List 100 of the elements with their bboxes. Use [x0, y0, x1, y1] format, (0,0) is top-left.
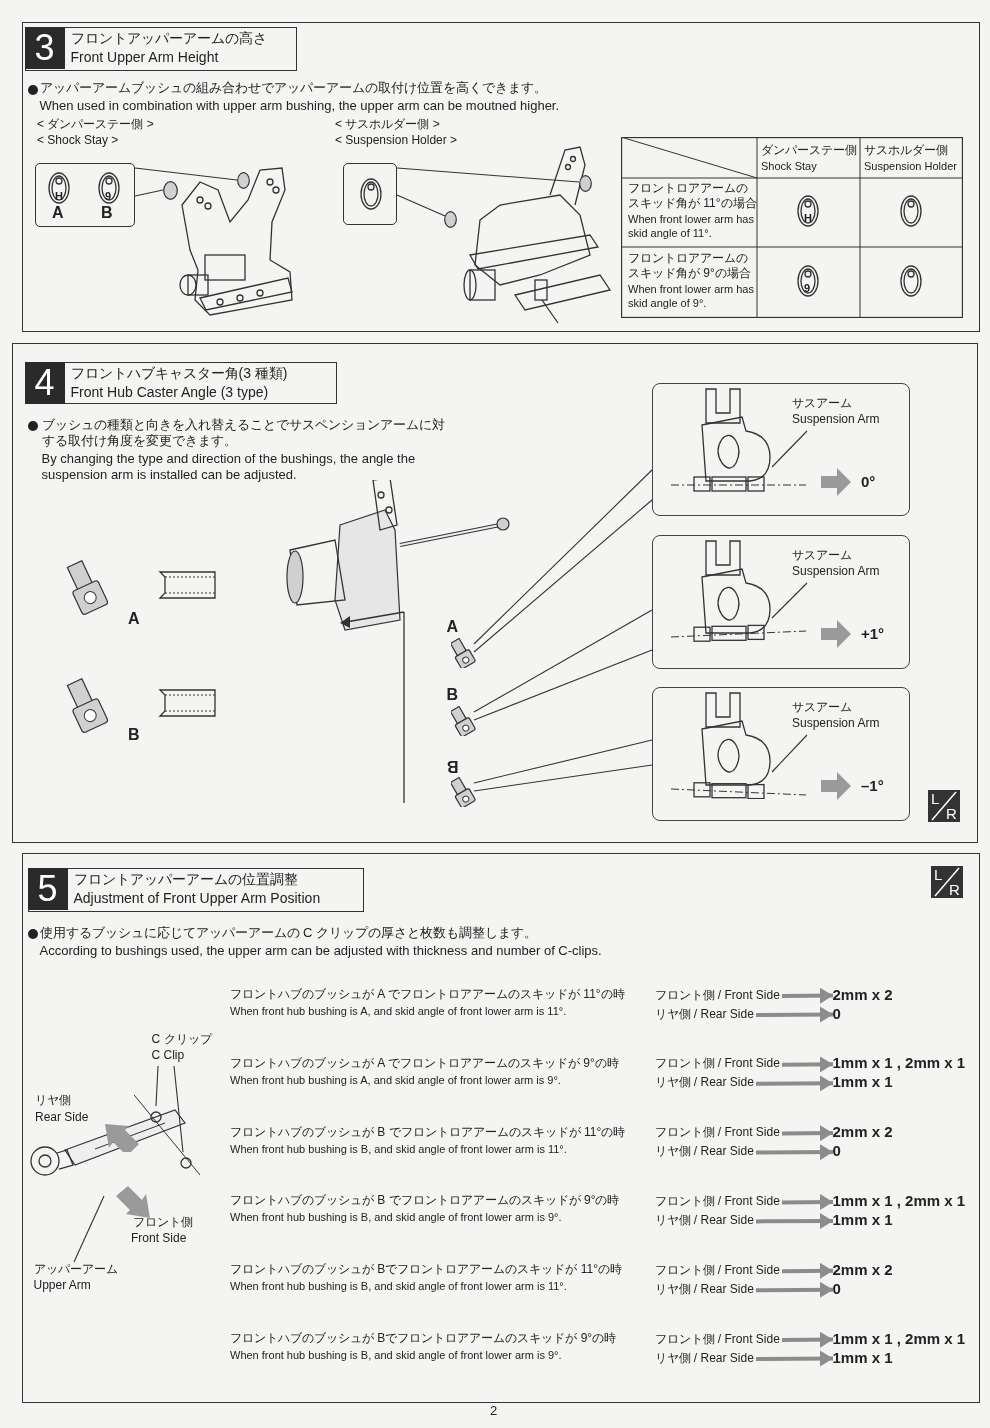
clip-value: 1mm x 1	[832, 1210, 893, 1229]
direction-label: Rear Side	[35, 1110, 89, 1125]
condition-text: When front hub bushing is B, and skid angle of front lower arm is 11°.	[230, 1141, 567, 1156]
angle-value: –1°	[861, 777, 884, 795]
clip-value: 1mm x 1	[832, 1348, 893, 1367]
callout-box	[342, 162, 397, 225]
callout-line	[473, 609, 653, 713]
table-cell: Suspension Holder	[864, 159, 957, 173]
leader-line	[771, 582, 808, 619]
leader-line	[155, 1065, 159, 1107]
arrow	[781, 987, 834, 1004]
section-heading	[24, 26, 297, 71]
leader-line	[771, 430, 808, 468]
angle-value: +1°	[861, 625, 885, 643]
section-panel	[12, 343, 978, 843]
clip-value: 1mm x 1 , 2mm x 1	[832, 1054, 966, 1073]
arrow	[756, 1281, 833, 1298]
leader-line	[396, 194, 446, 217]
page-number: 2	[490, 1403, 498, 1419]
side-label: フロント側 / Front Side	[654, 1262, 780, 1278]
part-letter: A	[128, 610, 140, 628]
part-letter: B	[446, 756, 459, 775]
section-number: 3	[24, 26, 65, 69]
arrow	[781, 1125, 834, 1142]
detail-box	[651, 382, 910, 516]
callout-line	[473, 649, 653, 721]
condition-text: フロントハブのブッシュが Bでフロントロアアームのスキッドが 9°の時	[230, 1331, 617, 1346]
clip-value: 1mm x 1 , 2mm x 1	[832, 1329, 966, 1348]
callout-line	[473, 764, 653, 792]
condition-text: When front hub bushing is B, and skid angle of front lower arm is 9°.	[230, 1210, 562, 1225]
heading-text: フロントハブキャスター角(3 種類)	[70, 363, 288, 382]
view-label: < サスホルダー側 >	[335, 117, 440, 132]
leader-line	[771, 734, 808, 773]
section-panel	[22, 22, 980, 332]
section-panel	[22, 853, 980, 1403]
instruction-text: By changing the type and direction of the bushings, the angle the suspension arm is installed can be adjusted.	[41, 450, 417, 483]
bushing-letter: 9	[105, 189, 112, 203]
icon-letter: R	[949, 882, 960, 897]
arrow	[781, 1262, 834, 1279]
side-label: リヤ側 / Rear Side	[654, 1144, 754, 1160]
arrow	[756, 1213, 833, 1229]
callout-line	[473, 499, 653, 653]
part-label: Suspension Arm	[792, 412, 880, 427]
instruction-text: According to bushings used, the upper arm can be adjusted with thickness and number of C-clips.	[39, 942, 602, 959]
table-cell-text: フロントロアアームのスキッド角が 9°の場合	[628, 251, 752, 281]
section-heading	[27, 867, 364, 912]
table-cell-text: When front lower arm has skid angle of 11°.	[628, 212, 755, 240]
callout-line	[134, 167, 238, 181]
part-letter: A	[52, 204, 64, 222]
side-label: リヤ側 / Rear Side	[654, 1350, 754, 1366]
table-cell: Shock Stay	[761, 159, 817, 173]
condition-text: When front hub bushing is A, and skid angle of front lower arm is 9°.	[230, 1072, 561, 1087]
side-label: フロント側 / Front Side	[654, 987, 780, 1003]
part-label: Suspension Arm	[792, 716, 880, 731]
bushing-letter: H	[804, 211, 812, 225]
clip-value: 1mm x 1	[832, 1073, 893, 1092]
direction-label: Front Side	[131, 1231, 187, 1246]
heading-text: Front Upper Arm Height	[70, 47, 219, 66]
part-letter: B	[101, 204, 113, 222]
side-label: フロント側 / Front Side	[654, 1056, 780, 1072]
clip-value: 0	[832, 1142, 841, 1161]
arrow	[781, 1331, 834, 1348]
heading-text: Adjustment of Front Upper Arm Position	[73, 888, 321, 907]
arrow	[756, 1075, 833, 1092]
icon-letter: R	[946, 806, 957, 821]
part-label: サスアーム	[792, 548, 852, 563]
condition-text: フロントハブのブッシュが Bでフロントロアアームのスキッドが 11°の時	[230, 1262, 622, 1278]
callout-line	[134, 189, 164, 197]
heading-text: Front Hub Caster Angle (3 type)	[70, 382, 269, 401]
condition-text: When front hub bushing is B, and skid angle of front lower arm is 11°.	[230, 1279, 567, 1294]
view-label: < Shock Stay >	[37, 133, 119, 148]
angle-value: 0°	[861, 473, 876, 491]
condition-text: When front hub bushing is A, and skid angle of front lower arm is 11°.	[230, 1004, 567, 1018]
condition-text: When front hub bushing is B, and skid angle of front lower arm is 9°.	[230, 1348, 562, 1362]
view-label: < ダンパーステー側 >	[37, 117, 154, 132]
part-label: サスアーム	[792, 700, 852, 715]
leader-line	[396, 167, 580, 183]
part-label: サスアーム	[792, 396, 852, 411]
direction-label: フロント側	[133, 1215, 193, 1230]
side-label: リヤ側 / Rear Side	[654, 1075, 754, 1091]
condition-text: フロントハブのブッシュが B でフロントロアアームのスキッドが 9°の時	[230, 1193, 620, 1209]
leader-line	[73, 1195, 105, 1263]
leader-line	[173, 1065, 184, 1153]
section-heading	[24, 361, 337, 404]
condition-text: フロントハブのブッシュが A でフロントロアアームのスキッドが 9°の時	[230, 1055, 619, 1071]
clip-value: 1mm x 1 , 2mm x 1	[832, 1191, 966, 1210]
part-label: C Clip	[151, 1047, 185, 1063]
side-label: フロント側 / Front Side	[654, 1193, 780, 1209]
side-label: フロント側 / Front Side	[654, 1331, 780, 1347]
part-label: C クリップ	[151, 1031, 212, 1047]
arrow	[781, 1056, 834, 1073]
side-label: リヤ側 / Rear Side	[654, 1006, 754, 1022]
arrow	[756, 1006, 833, 1023]
section-number: 4	[24, 361, 65, 404]
part-label: Upper Arm	[33, 1277, 91, 1293]
part-letter: A	[446, 617, 459, 636]
bushing-letter: H	[55, 189, 63, 203]
part-letter: B	[446, 685, 459, 704]
side-label: フロント側 / Front Side	[654, 1125, 780, 1141]
heading-text: フロントアッパーアームの位置調整	[73, 869, 298, 888]
